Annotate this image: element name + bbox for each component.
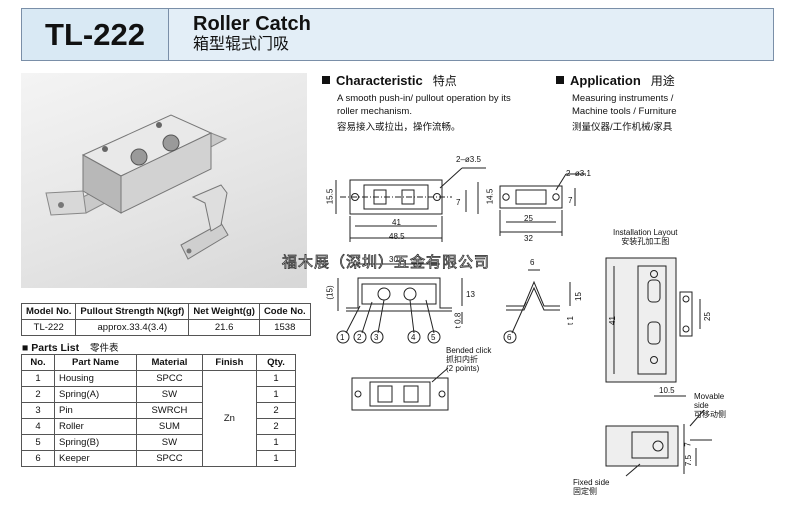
- square-bullet-icon: [556, 76, 564, 84]
- dim-7b: 7: [568, 196, 573, 205]
- parts-header-qty: Qty.: [256, 354, 296, 371]
- dim-13: 13: [466, 290, 475, 299]
- dim-t1: t 1: [565, 316, 575, 325]
- dim-48-5: 48.5: [389, 232, 405, 241]
- application-heading: Application 用途: [556, 72, 675, 89]
- fixed-side-label: Fixed side 固定侧: [573, 478, 609, 496]
- title-banner: TL-222 Roller Catch 箱型辊式门吸: [21, 8, 774, 61]
- application-title: Application: [570, 73, 641, 88]
- parts-list-heading: ■ Parts List 零件表: [22, 340, 119, 354]
- application-text: Measuring instruments / Machine tools / …: [572, 92, 677, 134]
- fixed-side-en: Fixed side: [573, 478, 610, 487]
- parts-list-title: Parts List: [31, 342, 80, 354]
- dim-7: 7: [456, 198, 461, 207]
- company-watermark: 福木展（深圳）五金有限公司: [282, 254, 491, 272]
- dim-41: 41: [392, 218, 401, 227]
- dim-25: 25: [524, 214, 533, 223]
- characteristic-heading: Characteristic 特点: [322, 72, 457, 89]
- dim-14-5: 14.5: [485, 188, 495, 205]
- table-row: 6 Keeper SPCC 1: [21, 450, 296, 467]
- product-photo: [21, 73, 307, 288]
- hole-label-left: 2–ø3.5: [456, 155, 481, 164]
- installation-layout-en: Installation Layout: [613, 228, 678, 237]
- part-material: SPCC: [136, 450, 203, 467]
- spec-strength: approx.33.4(3.4): [75, 319, 190, 336]
- parts-list-title-cn: 零件表: [90, 343, 119, 354]
- characteristic-title-cn: 特点: [432, 74, 457, 88]
- characteristic-line-1: A smooth push-in/ pullout operation by i…: [337, 93, 511, 104]
- callout-1: 1: [340, 333, 345, 342]
- spec-model: TL-222: [20, 319, 77, 336]
- fixed-side-cn: 固定侧: [573, 487, 597, 496]
- dim-32: 32: [524, 234, 533, 243]
- characteristic-title: Characteristic: [336, 73, 423, 88]
- title-band: Roller Catch 箱型辊式门吸: [169, 9, 773, 60]
- keeper-side-view: [506, 280, 560, 311]
- bend-note-cn: 抓扣内折: [446, 355, 478, 364]
- table-row: 4 Roller SUM 2: [21, 418, 296, 435]
- application-line-1: Measuring instruments /: [572, 93, 674, 104]
- application-cn: 测量仪器/工作机械/家具: [572, 122, 673, 133]
- bottom-view-housing: [351, 377, 449, 411]
- movable-en-2: side: [694, 401, 709, 410]
- dim-15: (15): [325, 285, 335, 300]
- dim-30-5: 30.5: [389, 255, 405, 264]
- inst-dim-7: 7: [683, 442, 693, 447]
- characteristic-text: A smooth push-in/ pullout operation by i…: [337, 92, 511, 134]
- characteristic-line-2: roller mechanism.: [337, 106, 412, 117]
- hole-label-right: 2–ø3.1: [566, 169, 591, 178]
- keeper-top-view: [499, 185, 563, 209]
- movable-side-label: Movable side 可移动侧: [694, 392, 726, 419]
- installation-layout-label: Installation Layout 安装孔加工图: [613, 228, 678, 246]
- dim-6: 6: [530, 258, 535, 267]
- dim-15-5: 15.5: [325, 188, 335, 205]
- part-qty: 1: [256, 450, 296, 467]
- dim-15b: 15: [573, 292, 583, 301]
- inst-dim-41: 41: [607, 316, 617, 325]
- callout-6: 6: [507, 333, 512, 342]
- part-name: Keeper: [53, 450, 138, 467]
- characteristic-cn: 容易接入或拉出，操作流畅。: [337, 122, 461, 133]
- part-finish: Zn: [201, 370, 258, 467]
- spec-code: 1538: [258, 319, 311, 336]
- square-bullet-icon: ■: [22, 342, 29, 354]
- bend-note-points: (2 points): [446, 364, 480, 373]
- table-row: 1 Housing SPCC Zn 1: [21, 370, 296, 467]
- bend-note-en: Bended click: [446, 346, 492, 355]
- inst-dim-7-5: 7.5: [684, 454, 694, 467]
- roller-catch-photo: [45, 114, 229, 260]
- product-title-en: Roller Catch: [193, 13, 311, 35]
- model-number: TL-222: [22, 9, 169, 60]
- callout-3: 3: [374, 333, 379, 342]
- product-title-cn: 箱型辊式门吸: [193, 36, 290, 53]
- application-line-2: Machine tools / Furniture: [572, 106, 677, 117]
- inst-dim-10-5: 10.5: [659, 386, 675, 395]
- spec-table: Model No. Pullout Strength N(kgf) Net We…: [20, 303, 311, 336]
- installation-panel: [605, 257, 677, 383]
- callout-2: 2: [357, 333, 362, 342]
- parts-table: No. Part Name Material Finish Qty. 1 Hou…: [21, 354, 296, 467]
- callout-4: 4: [411, 333, 416, 342]
- movable-cn: 可移动侧: [694, 410, 726, 419]
- application-title-cn: 用途: [650, 74, 675, 88]
- square-bullet-icon: [322, 76, 330, 84]
- callout-5: 5: [431, 333, 436, 342]
- inst-dim-25: 25: [702, 312, 712, 321]
- bend-note: Bended click 抓扣内折 (2 points): [446, 346, 491, 373]
- installation-layout-cn: 安装孔加工图: [621, 237, 670, 246]
- movable-en-1: Movable: [694, 392, 725, 401]
- dim-t08: t 0.8: [453, 312, 463, 329]
